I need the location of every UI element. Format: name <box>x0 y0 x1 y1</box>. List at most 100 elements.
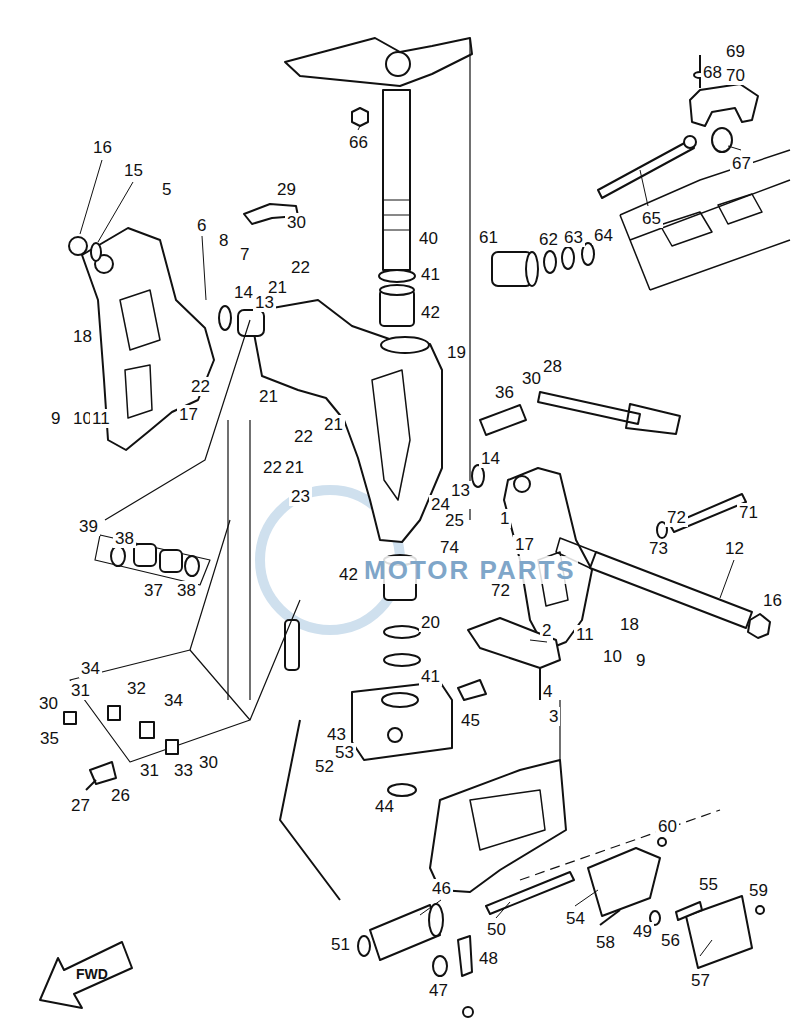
seal <box>384 626 420 638</box>
callout-number: 38 <box>113 529 136 548</box>
callout-number: 44 <box>373 797 396 816</box>
washer <box>544 251 556 273</box>
callout-number: 2 <box>540 621 553 640</box>
callout-number: 9 <box>49 409 62 428</box>
block-bore <box>382 693 418 707</box>
watermark: MOTOR PARTS <box>362 556 578 584</box>
nut <box>463 1007 473 1017</box>
leader-lines <box>80 126 741 956</box>
circlip <box>388 784 416 796</box>
tilt-tube <box>590 552 752 628</box>
callout-number: 21 <box>322 415 345 434</box>
bolt-head <box>684 136 696 148</box>
callout-number: 36 <box>493 383 516 402</box>
washer <box>185 556 199 576</box>
washer <box>379 270 415 282</box>
callout-number: 42 <box>337 565 360 584</box>
washer <box>91 243 101 261</box>
callout-number: 48 <box>477 949 500 968</box>
block-hole <box>388 728 402 742</box>
callout-number: 35 <box>38 729 61 748</box>
assembly-line <box>227 420 228 700</box>
callout-number: 62 <box>537 230 560 249</box>
callout-number: 63 <box>562 228 585 247</box>
callout-number: 74 <box>438 538 461 557</box>
callout-number: 7 <box>238 245 251 264</box>
callout-number: 17 <box>177 405 200 424</box>
callout-number: 72 <box>665 508 688 527</box>
washer <box>433 956 447 976</box>
assembly-line <box>190 520 300 720</box>
callout-number: 56 <box>659 931 682 950</box>
callout-number: 12 <box>723 539 746 558</box>
washer <box>562 247 574 269</box>
steering-shaft <box>383 90 410 270</box>
fitting <box>140 722 154 738</box>
bracket <box>458 936 472 976</box>
fitting <box>108 706 120 720</box>
bushing <box>238 310 264 336</box>
callout-number: 19 <box>445 343 468 362</box>
fwd-arrow <box>40 942 132 1008</box>
callout-number: 66 <box>347 133 370 152</box>
callout-number: 1 <box>498 509 511 528</box>
callout-number: 42 <box>419 303 442 322</box>
callout-number: 41 <box>419 667 442 686</box>
callout-number: 54 <box>564 909 587 928</box>
callout-number: 21 <box>257 387 280 406</box>
callout-number: 3 <box>547 707 560 726</box>
spacer <box>708 39 714 41</box>
callout-number: 73 <box>647 539 670 558</box>
mount-end <box>429 904 443 936</box>
bolt-plate <box>538 392 680 434</box>
callout-number: 15 <box>122 161 145 180</box>
callout-number: 23 <box>289 487 312 506</box>
callout-number: 18 <box>618 615 641 634</box>
callout-number: 59 <box>747 881 770 900</box>
callout-number: 37 <box>142 581 165 600</box>
callout-number: 68 <box>701 63 724 82</box>
callout-number: 13 <box>449 481 472 500</box>
callout-number: 22 <box>189 377 212 396</box>
callout-number: 69 <box>724 42 747 61</box>
cap <box>690 84 758 126</box>
bolt <box>486 872 574 914</box>
bushing <box>712 128 732 152</box>
callout-number: 49 <box>631 922 654 941</box>
arm-hole <box>386 52 410 76</box>
washer <box>111 546 125 566</box>
pin <box>480 405 526 435</box>
callout-number: 67 <box>730 154 753 173</box>
nut <box>69 237 87 255</box>
swivel-bore <box>381 337 429 353</box>
bushing <box>472 465 484 487</box>
bracket-hole <box>514 476 530 492</box>
callout-number: 60 <box>656 817 679 836</box>
callout-number: 28 <box>541 357 564 376</box>
screw <box>86 780 96 790</box>
callout-number: 16 <box>91 138 114 157</box>
callout-number: 70 <box>724 66 747 85</box>
group-frame <box>70 650 250 762</box>
callout-number: 13 <box>253 293 276 312</box>
bushing-top <box>380 285 414 295</box>
callout-number: 29 <box>275 180 298 199</box>
callout-number: 47 <box>427 981 450 1000</box>
bushing <box>134 544 156 566</box>
washer <box>384 654 420 666</box>
callout-number: 22 <box>261 458 284 477</box>
callout-number: 64 <box>592 226 615 245</box>
housing-detail <box>660 194 762 246</box>
nut <box>352 108 368 126</box>
callout-number: 20 <box>419 613 442 632</box>
cover-bracket <box>588 848 660 916</box>
screw <box>756 906 764 914</box>
callout-number: 34 <box>79 659 102 678</box>
callout-number: 38 <box>175 581 198 600</box>
callout-number: 31 <box>138 761 161 780</box>
bushing <box>160 550 182 572</box>
steering-arm <box>285 38 472 86</box>
nut <box>658 838 666 846</box>
callout-number: 53 <box>333 743 356 762</box>
callout-number: 10 <box>601 647 624 666</box>
